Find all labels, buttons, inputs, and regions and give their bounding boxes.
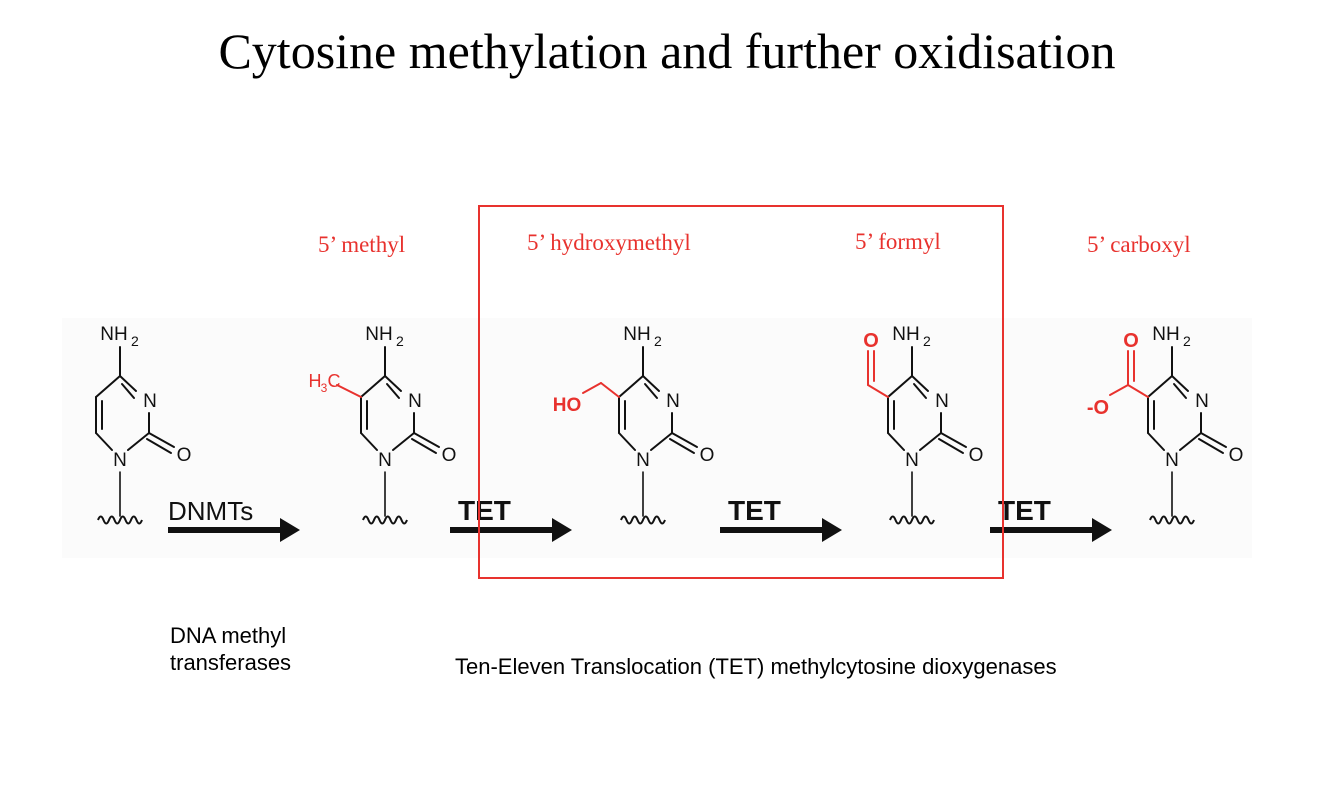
arrow-label: TET xyxy=(728,495,781,526)
sugar-backbone-wavy xyxy=(620,515,666,525)
label-5-carboxyl: 5’ carboxyl xyxy=(1087,232,1191,257)
svg-text:H: H xyxy=(309,371,322,391)
label-5-formyl: 5’ formyl xyxy=(855,229,941,254)
arrow-label: DNMTs xyxy=(168,496,253,526)
caption-dnmt-line2: transferases xyxy=(170,650,292,675)
amine-label: NH xyxy=(623,324,650,345)
svg-text:HO: HO xyxy=(553,395,582,416)
caption-dnmt-line1: DNA methyl xyxy=(170,623,287,648)
reaction-arrow-tet-1: TET xyxy=(450,495,572,542)
label-5-methyl: 5’ methyl xyxy=(318,232,406,257)
caption-tet: Ten-Eleven Translocation (TET) methylcyt… xyxy=(455,654,1057,679)
svg-text:N: N xyxy=(935,391,949,412)
sugar-backbone-wavy xyxy=(1149,515,1195,525)
amine-label: NH xyxy=(100,324,127,345)
svg-text:N: N xyxy=(408,391,422,412)
label-5-hydroxymethyl: 5’ hydroxymethyl xyxy=(527,230,691,255)
slide-title: Cytosine methylation and further oxidisa… xyxy=(218,23,1116,79)
svg-text:3: 3 xyxy=(321,381,328,395)
arrow-label: TET xyxy=(458,495,511,526)
svg-text:N: N xyxy=(143,391,157,412)
svg-text:C: C xyxy=(328,371,341,391)
svg-text:O: O xyxy=(1123,330,1139,352)
svg-text:O: O xyxy=(1229,445,1244,466)
svg-text:O: O xyxy=(700,445,715,466)
svg-text:2: 2 xyxy=(396,333,404,349)
svg-text:2: 2 xyxy=(131,333,139,349)
caption-dnmt: DNA methyl transferases xyxy=(170,622,291,676)
reaction-arrow-tet-2: TET xyxy=(720,495,842,542)
svg-text:N: N xyxy=(636,450,650,471)
svg-text:N: N xyxy=(905,450,919,471)
amine-label: NH xyxy=(365,324,392,345)
sugar-backbone-wavy xyxy=(97,515,143,525)
amine-label: NH xyxy=(1152,324,1179,345)
reaction-arrow-dnmts-0: DNMTs xyxy=(168,496,300,542)
svg-text:O: O xyxy=(442,445,457,466)
reaction-arrow-tet-3: TET xyxy=(990,495,1112,542)
svg-text:-O: -O xyxy=(1087,397,1109,419)
sugar-backbone-wavy xyxy=(889,515,935,525)
svg-text:2: 2 xyxy=(654,333,662,349)
svg-text:N: N xyxy=(1165,450,1179,471)
reaction-scheme-background xyxy=(62,318,1252,558)
svg-text:2: 2 xyxy=(1183,333,1191,349)
svg-text:O: O xyxy=(863,330,879,352)
amine-label: NH xyxy=(892,324,919,345)
svg-text:O: O xyxy=(969,445,984,466)
svg-text:O: O xyxy=(177,445,192,466)
svg-text:2: 2 xyxy=(923,333,931,349)
arrow-label: TET xyxy=(998,495,1051,526)
svg-text:N: N xyxy=(666,391,680,412)
svg-text:N: N xyxy=(1195,391,1209,412)
tet-highlight-box xyxy=(478,205,1004,579)
svg-text:N: N xyxy=(113,450,127,471)
svg-text:N: N xyxy=(378,450,392,471)
sugar-backbone-wavy xyxy=(362,515,408,525)
